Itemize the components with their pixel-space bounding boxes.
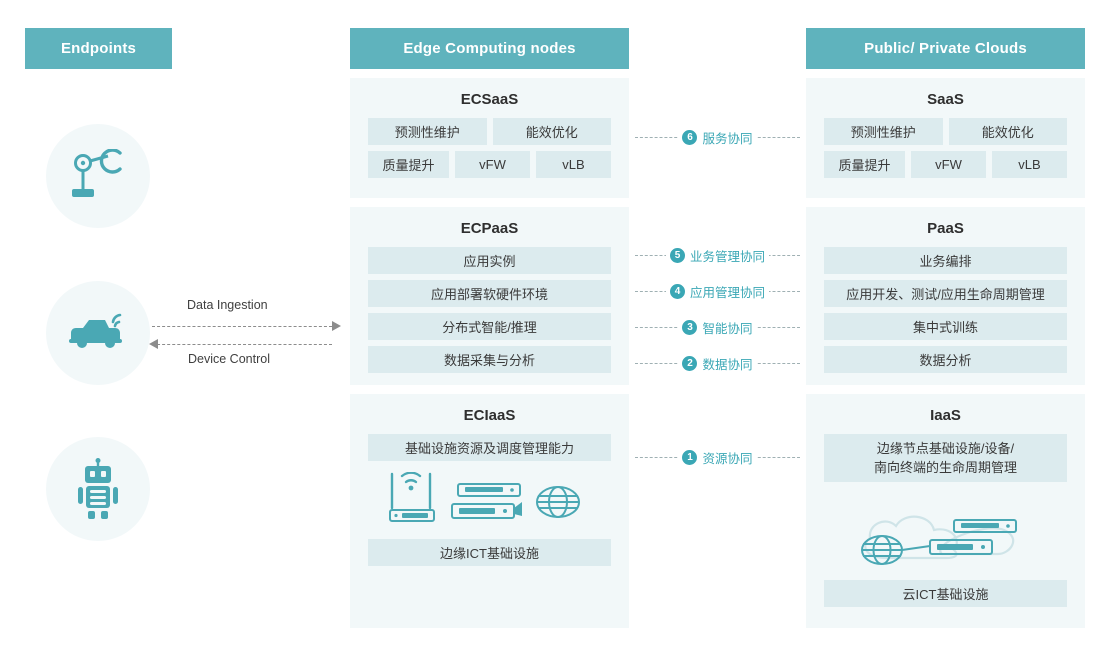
- eciaas-footer-edge-ict[interactable]: 边缘ICT基础设施: [368, 539, 611, 566]
- arrow-label-data-ingestion: Data Ingestion: [187, 298, 268, 312]
- saas-cell-vlb[interactable]: vLB: [992, 151, 1067, 178]
- paas-row-centralized-training[interactable]: 集中式训练: [824, 313, 1067, 340]
- panel-ecsaas: ECSaaS 预测性维护 能效优化 质量提升 vFW vLB: [350, 78, 629, 198]
- saas-cell-quality-improvement[interactable]: 质量提升: [824, 151, 905, 178]
- iaas-footer-cloud-ict[interactable]: 云ICT基础设施: [824, 580, 1067, 607]
- panel-iaas-title: IaaS: [930, 407, 961, 424]
- ecpaas-row-data-collection[interactable]: 数据采集与分析: [368, 346, 611, 373]
- arrow-label-device-control: Device Control: [188, 352, 270, 366]
- connector-4-line-right: [748, 291, 800, 292]
- panel-iaas: IaaS 边缘节点基础设施/设备/ 南向终端的生命周期管理 云ICT基础设施: [806, 394, 1085, 628]
- connector-intelligence-collaboration: 3 智能协同: [629, 317, 806, 337]
- connector-3-line-left: [635, 327, 687, 328]
- ecsaas-cell-vfw[interactable]: vFW: [455, 151, 530, 178]
- ecsaas-cell-quality-improvement[interactable]: 质量提升: [368, 151, 449, 178]
- panel-paas-title: PaaS: [927, 220, 964, 237]
- edge-network-devices-icon: [388, 472, 580, 522]
- saas-cell-predictive-maintenance[interactable]: 预测性维护: [824, 118, 943, 145]
- humanoid-robot-icon: [78, 458, 118, 519]
- iaas-row-line-2: 南向终端的生命周期管理: [873, 460, 1017, 475]
- connector-4-label: 应用管理协同: [689, 285, 765, 300]
- column-header-cloud-label: Public/ Private Clouds: [864, 40, 1027, 57]
- column-header-edge: Edge Computing nodes: [350, 28, 629, 69]
- panel-ecsaas-title: ECSaaS: [460, 91, 519, 108]
- endpoint-robot-arm: [46, 124, 150, 228]
- ecsaas-cell-predictive-maintenance[interactable]: 预测性维护: [368, 118, 487, 145]
- column-header-endpoints: Endpoints: [25, 28, 172, 69]
- column-header-endpoints-label: Endpoints: [60, 40, 137, 57]
- eciaas-row-infra-resource[interactable]: 基础设施资源及调度管理能力: [368, 434, 611, 461]
- ecsaas-row-trio: 质量提升 vFW vLB: [368, 151, 611, 178]
- connector-2-line-right: [748, 363, 800, 364]
- connector-5-badge: 5: [669, 247, 685, 263]
- connector-5-label: 业务管理协同: [689, 249, 765, 264]
- connector-2-badge: 2: [682, 355, 698, 371]
- paas-row-app-lifecycle[interactable]: 应用开发、测试/应用生命周期管理: [824, 280, 1067, 307]
- connector-2-label: 数据协同: [702, 357, 753, 372]
- connector-3-label: 智能协同: [702, 321, 753, 336]
- arrow-line-data-ingestion: [152, 326, 332, 327]
- iaas-row-line-1: 边缘节点基础设施/设备/: [876, 441, 1015, 456]
- paas-row-data-analysis[interactable]: 数据分析: [824, 346, 1067, 373]
- connector-1-label: 资源协同: [702, 451, 753, 466]
- connected-car-icon: [69, 313, 122, 348]
- ecsaas-cell-vlb[interactable]: vLB: [536, 151, 611, 178]
- endpoint-connected-car: [46, 281, 150, 385]
- saas-cell-energy-efficiency[interactable]: 能效优化: [948, 118, 1067, 145]
- cloud-network-graphic: [806, 488, 1085, 580]
- connector-data-collaboration: 2 数据协同: [629, 353, 806, 373]
- saas-row-trio: 质量提升 vFW vLB: [824, 151, 1067, 178]
- saas-cell-vfw[interactable]: vFW: [911, 151, 986, 178]
- connector-6-label: 服务协同: [702, 131, 753, 146]
- ecsaas-cell-energy-efficiency[interactable]: 能效优化: [492, 118, 611, 145]
- ecpaas-row-distributed-ai[interactable]: 分布式智能/推理: [368, 313, 611, 340]
- saas-row-pair: 预测性维护 能效优化: [824, 118, 1067, 145]
- arrow-head-left-icon: [149, 339, 158, 349]
- arrow-head-right-icon: [332, 321, 341, 331]
- connector-6-line-left: [635, 137, 687, 138]
- connector-4-badge: 4: [669, 283, 685, 299]
- robot-arm-icon: [72, 149, 122, 197]
- connector-4-line-left: [635, 291, 687, 292]
- endpoint-humanoid-robot: [46, 437, 150, 541]
- connector-1-line-right: [748, 457, 800, 458]
- panel-paas: PaaS 业务编排 应用开发、测试/应用生命周期管理 集中式训练 数据分析: [806, 207, 1085, 385]
- connector-3-line-right: [748, 327, 800, 328]
- panel-ecpaas: ECPaaS 应用实例 应用部署软硬件环境 分布式智能/推理 数据采集与分析: [350, 207, 629, 385]
- cloud-infrastructure-icon: [860, 515, 1017, 565]
- panel-saas: SaaS 预测性维护 能效优化 质量提升 vFW vLB: [806, 78, 1085, 198]
- arrow-line-device-control: [152, 344, 332, 345]
- ecpaas-row-deploy-env[interactable]: 应用部署软硬件环境: [368, 280, 611, 307]
- column-header-edge-label: Edge Computing nodes: [403, 40, 576, 57]
- iaas-row-lifecycle-management[interactable]: 边缘节点基础设施/设备/ 南向终端的生命周期管理: [824, 434, 1067, 482]
- ecpaas-row-app-instance[interactable]: 应用实例: [368, 247, 611, 274]
- connector-6-badge: 6: [682, 129, 698, 145]
- connector-6-line-right: [748, 137, 800, 138]
- endpoint-edge-arrows: Data Ingestion Device Control: [149, 288, 350, 378]
- connector-application-management-collaboration: 4 应用管理协同: [629, 281, 806, 301]
- connector-service-collaboration: 6 服务协同: [629, 127, 806, 147]
- edge-network-graphic: [350, 467, 629, 539]
- panel-eciaas-title: ECIaaS: [463, 407, 516, 424]
- panel-eciaas: ECIaaS 基础设施资源及调度管理能力: [350, 394, 629, 628]
- connector-3-badge: 3: [682, 319, 698, 335]
- ecsaas-row-pair: 预测性维护 能效优化: [368, 118, 611, 145]
- connector-1-badge: 1: [682, 449, 698, 465]
- panel-ecpaas-title: ECPaaS: [460, 220, 519, 237]
- connector-5-line-left: [635, 255, 687, 256]
- connector-2-line-left: [635, 363, 687, 364]
- connector-resource-collaboration: 1 资源协同: [629, 447, 806, 467]
- connector-5-line-right: [748, 255, 800, 256]
- connector-business-management-collaboration: 5 业务管理协同: [629, 245, 806, 265]
- paas-row-orchestration[interactable]: 业务编排: [824, 247, 1067, 274]
- panel-saas-title: SaaS: [927, 91, 964, 108]
- column-header-cloud: Public/ Private Clouds: [806, 28, 1085, 69]
- connector-1-line-left: [635, 457, 687, 458]
